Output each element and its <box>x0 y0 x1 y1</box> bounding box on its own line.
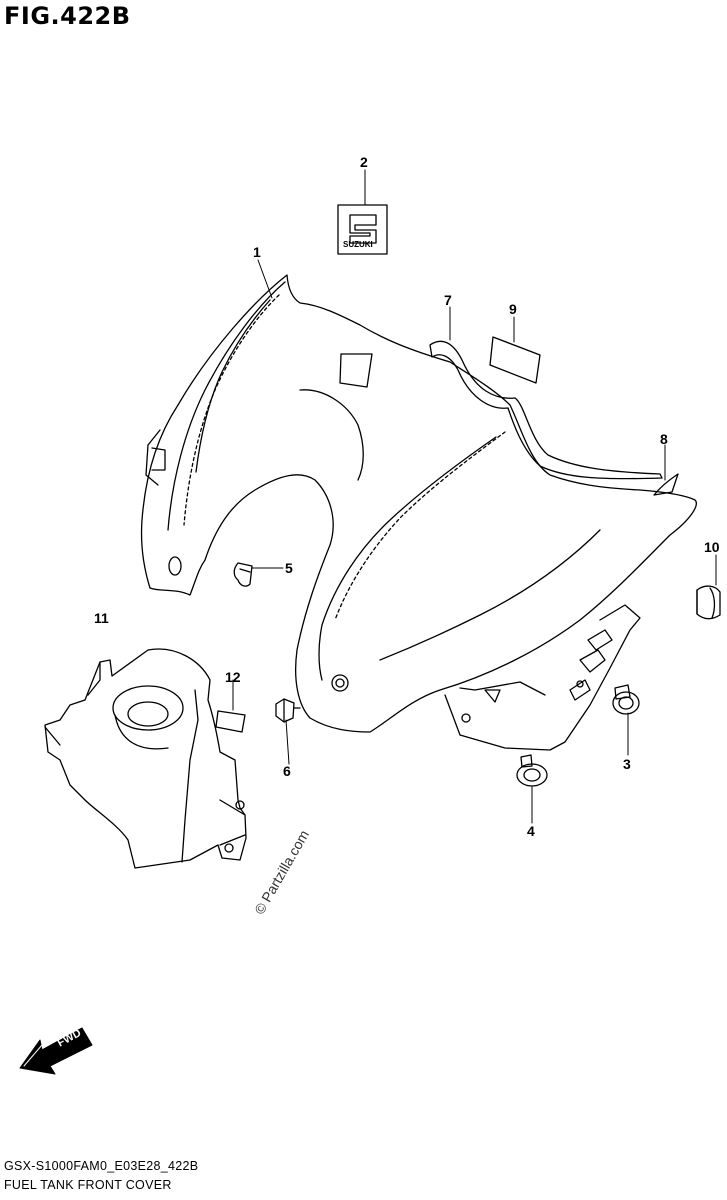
callout-7: 7 <box>444 292 452 308</box>
callout-6: 6 <box>283 763 291 779</box>
model-code: GSX-S1000FAM0_E03E28_422B <box>4 1159 199 1173</box>
callout-9: 9 <box>509 301 517 317</box>
part-11-inner-cover <box>44 648 247 869</box>
part-9-tape <box>489 336 541 384</box>
callout-3: 3 <box>623 756 631 772</box>
callout-4: 4 <box>527 823 535 839</box>
part-8-pad <box>653 473 679 496</box>
part-7-seal <box>429 340 663 480</box>
part-6-screw <box>275 698 301 723</box>
callout-2: 2 <box>360 154 368 170</box>
callout-11: 11 <box>94 610 109 626</box>
part-12-tape <box>215 710 246 733</box>
callout-12: 12 <box>225 669 241 685</box>
part-5-clip-nut <box>233 562 253 587</box>
figure-title: FIG.422B <box>4 2 131 30</box>
part-10-cushion <box>696 585 721 620</box>
figure-caption: FUEL TANK FRONT COVER <box>4 1178 172 1192</box>
callout-8: 8 <box>660 431 668 447</box>
part-3-bolt <box>612 684 640 715</box>
forward-arrow-icon <box>19 1027 93 1075</box>
callout-10: 10 <box>704 539 720 555</box>
part-2-emblem <box>337 204 388 255</box>
callout-1: 1 <box>253 244 261 260</box>
part-1-front-cover <box>140 274 697 751</box>
emblem-label: SUZUKI <box>343 240 373 249</box>
callout-5: 5 <box>285 560 293 576</box>
leader-lines <box>232 169 717 824</box>
part-4-bolt <box>516 754 548 787</box>
